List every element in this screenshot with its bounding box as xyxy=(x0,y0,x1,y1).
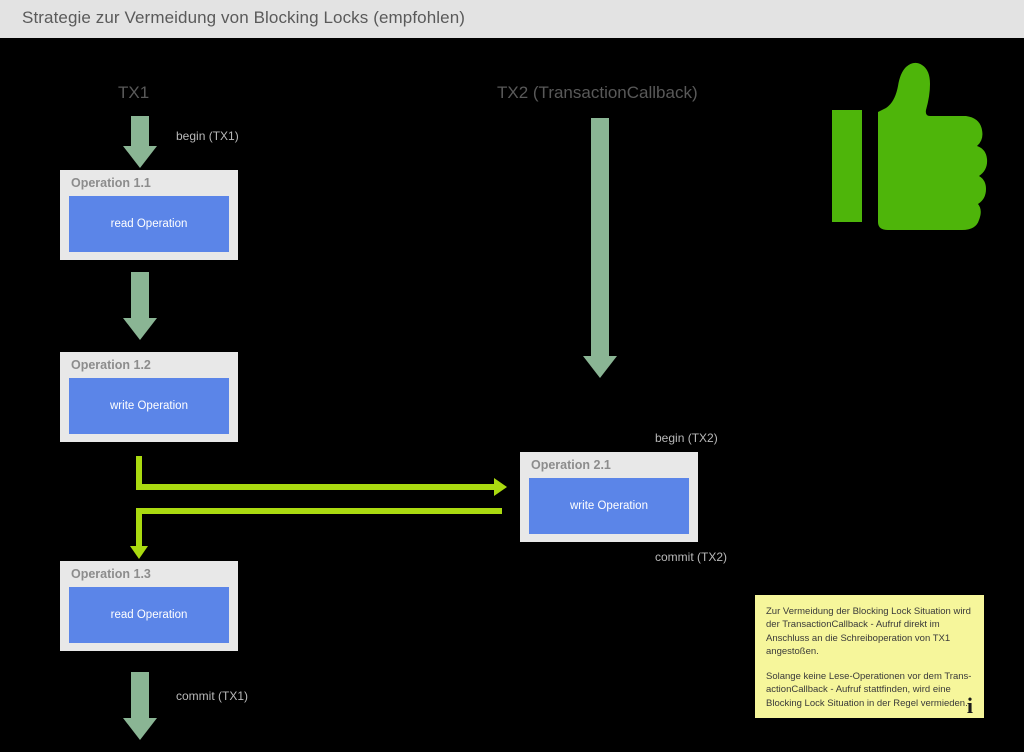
column-heading-tx2: TX2 (TransactionCallback) xyxy=(497,83,698,102)
call-arrow-to-tx2-head xyxy=(494,478,507,496)
operation-panel-text: read Operation xyxy=(110,218,188,230)
label-commit-tx1: commit (TX1) xyxy=(176,689,248,703)
info-note-paragraph-2: Solange keine Lese-Operationen vor dem T… xyxy=(766,670,972,709)
call-arrow-return-down xyxy=(136,508,142,550)
operation-panel: write Operation xyxy=(69,378,229,434)
call-arrow-return-head xyxy=(130,546,148,559)
arrow-shaft xyxy=(131,272,149,320)
arrow-head xyxy=(123,718,157,740)
operation-label: Operation 1.2 xyxy=(71,358,151,372)
arrow-tx2-timeline xyxy=(583,118,617,380)
arrow-shaft xyxy=(131,116,149,148)
info-note-paragraph-1: Zur Vermeidung der Blocking Lock Situati… xyxy=(766,606,971,658)
operation-box-1-1[interactable]: Operation 1.1 read Operation xyxy=(60,170,238,260)
label-begin-tx2: begin (TX2) xyxy=(655,431,718,445)
arrow-head xyxy=(583,356,617,378)
arrow-op11-to-op12 xyxy=(123,272,157,342)
thumbs-up-icon xyxy=(832,62,988,230)
arrow-shaft xyxy=(131,672,149,720)
arrow-head xyxy=(123,318,157,340)
arrow-begin-tx1 xyxy=(123,116,157,168)
operation-panel-text: write Operation xyxy=(570,500,648,512)
arrow-head xyxy=(123,146,157,168)
operation-label: Operation 1.1 xyxy=(71,176,151,190)
operation-panel-text: read Operation xyxy=(110,609,188,621)
label-commit-tx2: commit (TX2) xyxy=(655,550,727,564)
column-heading-tx1: TX1 xyxy=(118,83,150,102)
arrow-commit-tx1 xyxy=(123,672,157,742)
label-begin-tx1: begin (TX1) xyxy=(176,129,239,143)
header-bar xyxy=(0,0,1024,38)
operation-box-1-3[interactable]: Operation 1.3 read Operation xyxy=(60,561,238,651)
operation-label: Operation 2.1 xyxy=(531,458,611,472)
call-arrow-down-stub xyxy=(136,456,142,490)
call-arrow-to-tx2 xyxy=(136,484,498,490)
operation-box-2-1[interactable]: Operation 2.1 write Operation xyxy=(520,452,698,542)
operation-panel: read Operation xyxy=(69,587,229,643)
info-note: Zur Vermeidung der Blocking Lock Situati… xyxy=(755,595,984,718)
operation-box-1-2[interactable]: Operation 1.2 write Operation xyxy=(60,352,238,442)
operation-panel: read Operation xyxy=(69,196,229,252)
call-arrow-return xyxy=(136,508,502,514)
operation-label: Operation 1.3 xyxy=(71,567,151,581)
page-title: Strategie zur Vermeidung von Blocking Lo… xyxy=(22,8,466,27)
info-icon: i xyxy=(966,693,973,718)
operation-panel-text: write Operation xyxy=(110,400,188,412)
operation-panel: write Operation xyxy=(529,478,689,534)
arrow-shaft xyxy=(591,118,609,358)
